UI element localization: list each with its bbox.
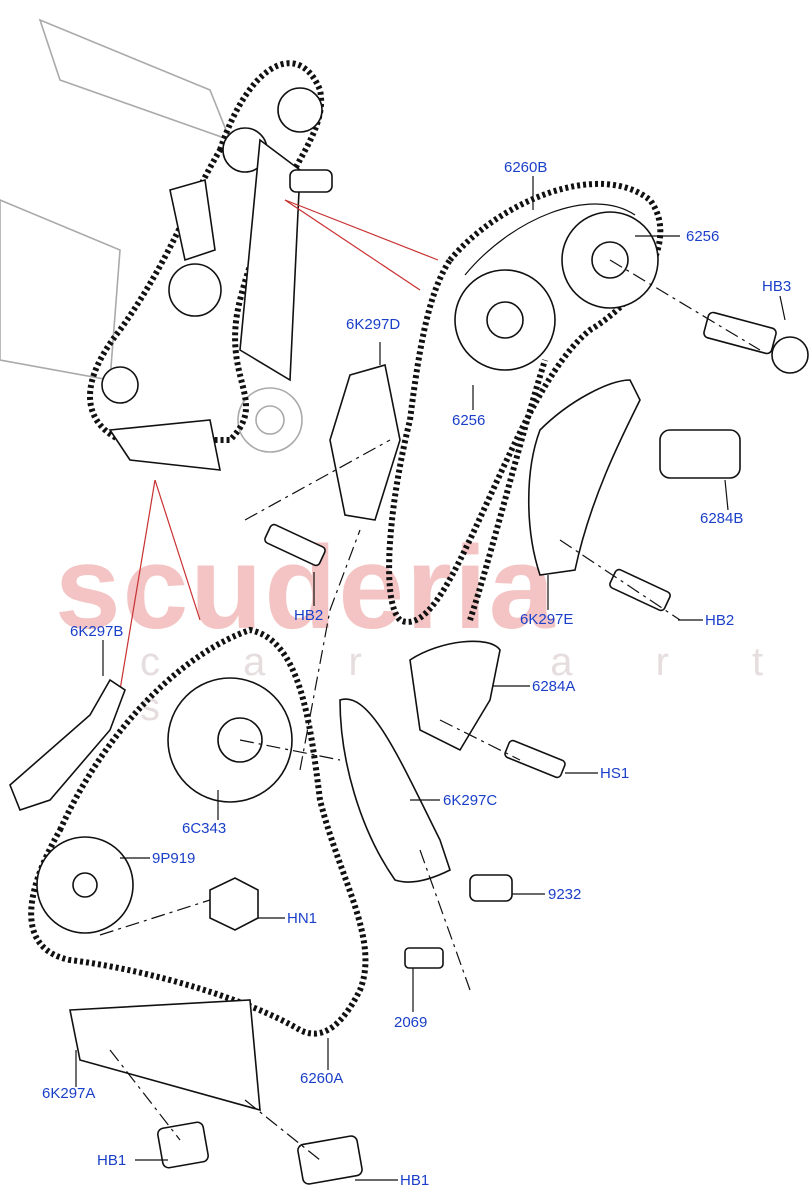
tensioner-6284B (659, 429, 741, 479)
callout-HS1: HS1 (600, 765, 630, 782)
callout-2069: 2069 (394, 1014, 428, 1031)
dowel-9232 (469, 874, 513, 902)
callout-6K297C: 6K297C (443, 792, 498, 809)
assembly-axis (439, 719, 521, 761)
assembly-axis (609, 259, 761, 351)
callout-6K297E: 6K297E (520, 611, 574, 628)
assembly-axis (299, 529, 361, 771)
bolt-2069 (404, 947, 444, 969)
reference-line (119, 479, 156, 691)
callout-6260A: 6260A (300, 1070, 344, 1087)
callout-6K297A: 6K297A (42, 1085, 96, 1102)
bolt-HB3 (703, 311, 777, 355)
assembly-axis (244, 1099, 321, 1161)
bolt-HB1-right (297, 1135, 363, 1185)
assembly-axis (239, 739, 341, 761)
callout-HB2-right: HB2 (705, 612, 735, 629)
callout-HN1: HN1 (287, 910, 318, 927)
callout-6256-mid: 6256 (452, 412, 486, 429)
bolt-HS1 (504, 739, 566, 779)
bolt-HB2-right (609, 568, 671, 612)
callout-6C343: 6C343 (182, 820, 227, 837)
upper-chain-assembly (264, 181, 809, 625)
callout-HB1-left: HB1 (97, 1152, 127, 1169)
bolt-HB1-left (157, 1121, 209, 1169)
chain-guide-6K297C (339, 698, 451, 883)
chain-guide-6K297A (69, 999, 261, 1112)
assembly-axis (109, 1049, 181, 1141)
chain-guide-6K297B (9, 678, 126, 811)
reference-line (154, 479, 201, 621)
callout-HB2-left: HB2 (294, 607, 324, 624)
callout-6K297B: 6K297B (70, 623, 124, 640)
assembly-axis (99, 899, 211, 936)
reference-line (284, 199, 421, 291)
reference-line (284, 199, 439, 261)
callout-9P919: 9P919 (152, 850, 196, 867)
leader-lines (75, 176, 786, 1181)
nut-HN1 (209, 877, 259, 931)
callout-9232: 9232 (548, 886, 582, 903)
chain-guide-6K297D (329, 363, 401, 521)
callout-6260B: 6260B (504, 159, 548, 176)
callout-6284B: 6284B (700, 510, 744, 527)
tensioner-6284A (409, 640, 501, 752)
bolt-HB2-left (264, 523, 326, 567)
engine-overview (0, 18, 333, 471)
callout-6K297D: 6K297D (346, 316, 401, 333)
assembly-axis (559, 539, 681, 621)
chain-tensioner-guide-6K297E (528, 379, 641, 576)
callout-6256-top: 6256 (686, 228, 720, 245)
lower-chain-assembly (9, 626, 566, 1185)
assembly-axis (419, 849, 471, 991)
callout-HB1-right: HB1 (400, 1172, 430, 1189)
callout-6284A: 6284A (532, 678, 576, 695)
callout-HB3: HB3 (762, 278, 792, 295)
assembly-axis (244, 439, 391, 521)
